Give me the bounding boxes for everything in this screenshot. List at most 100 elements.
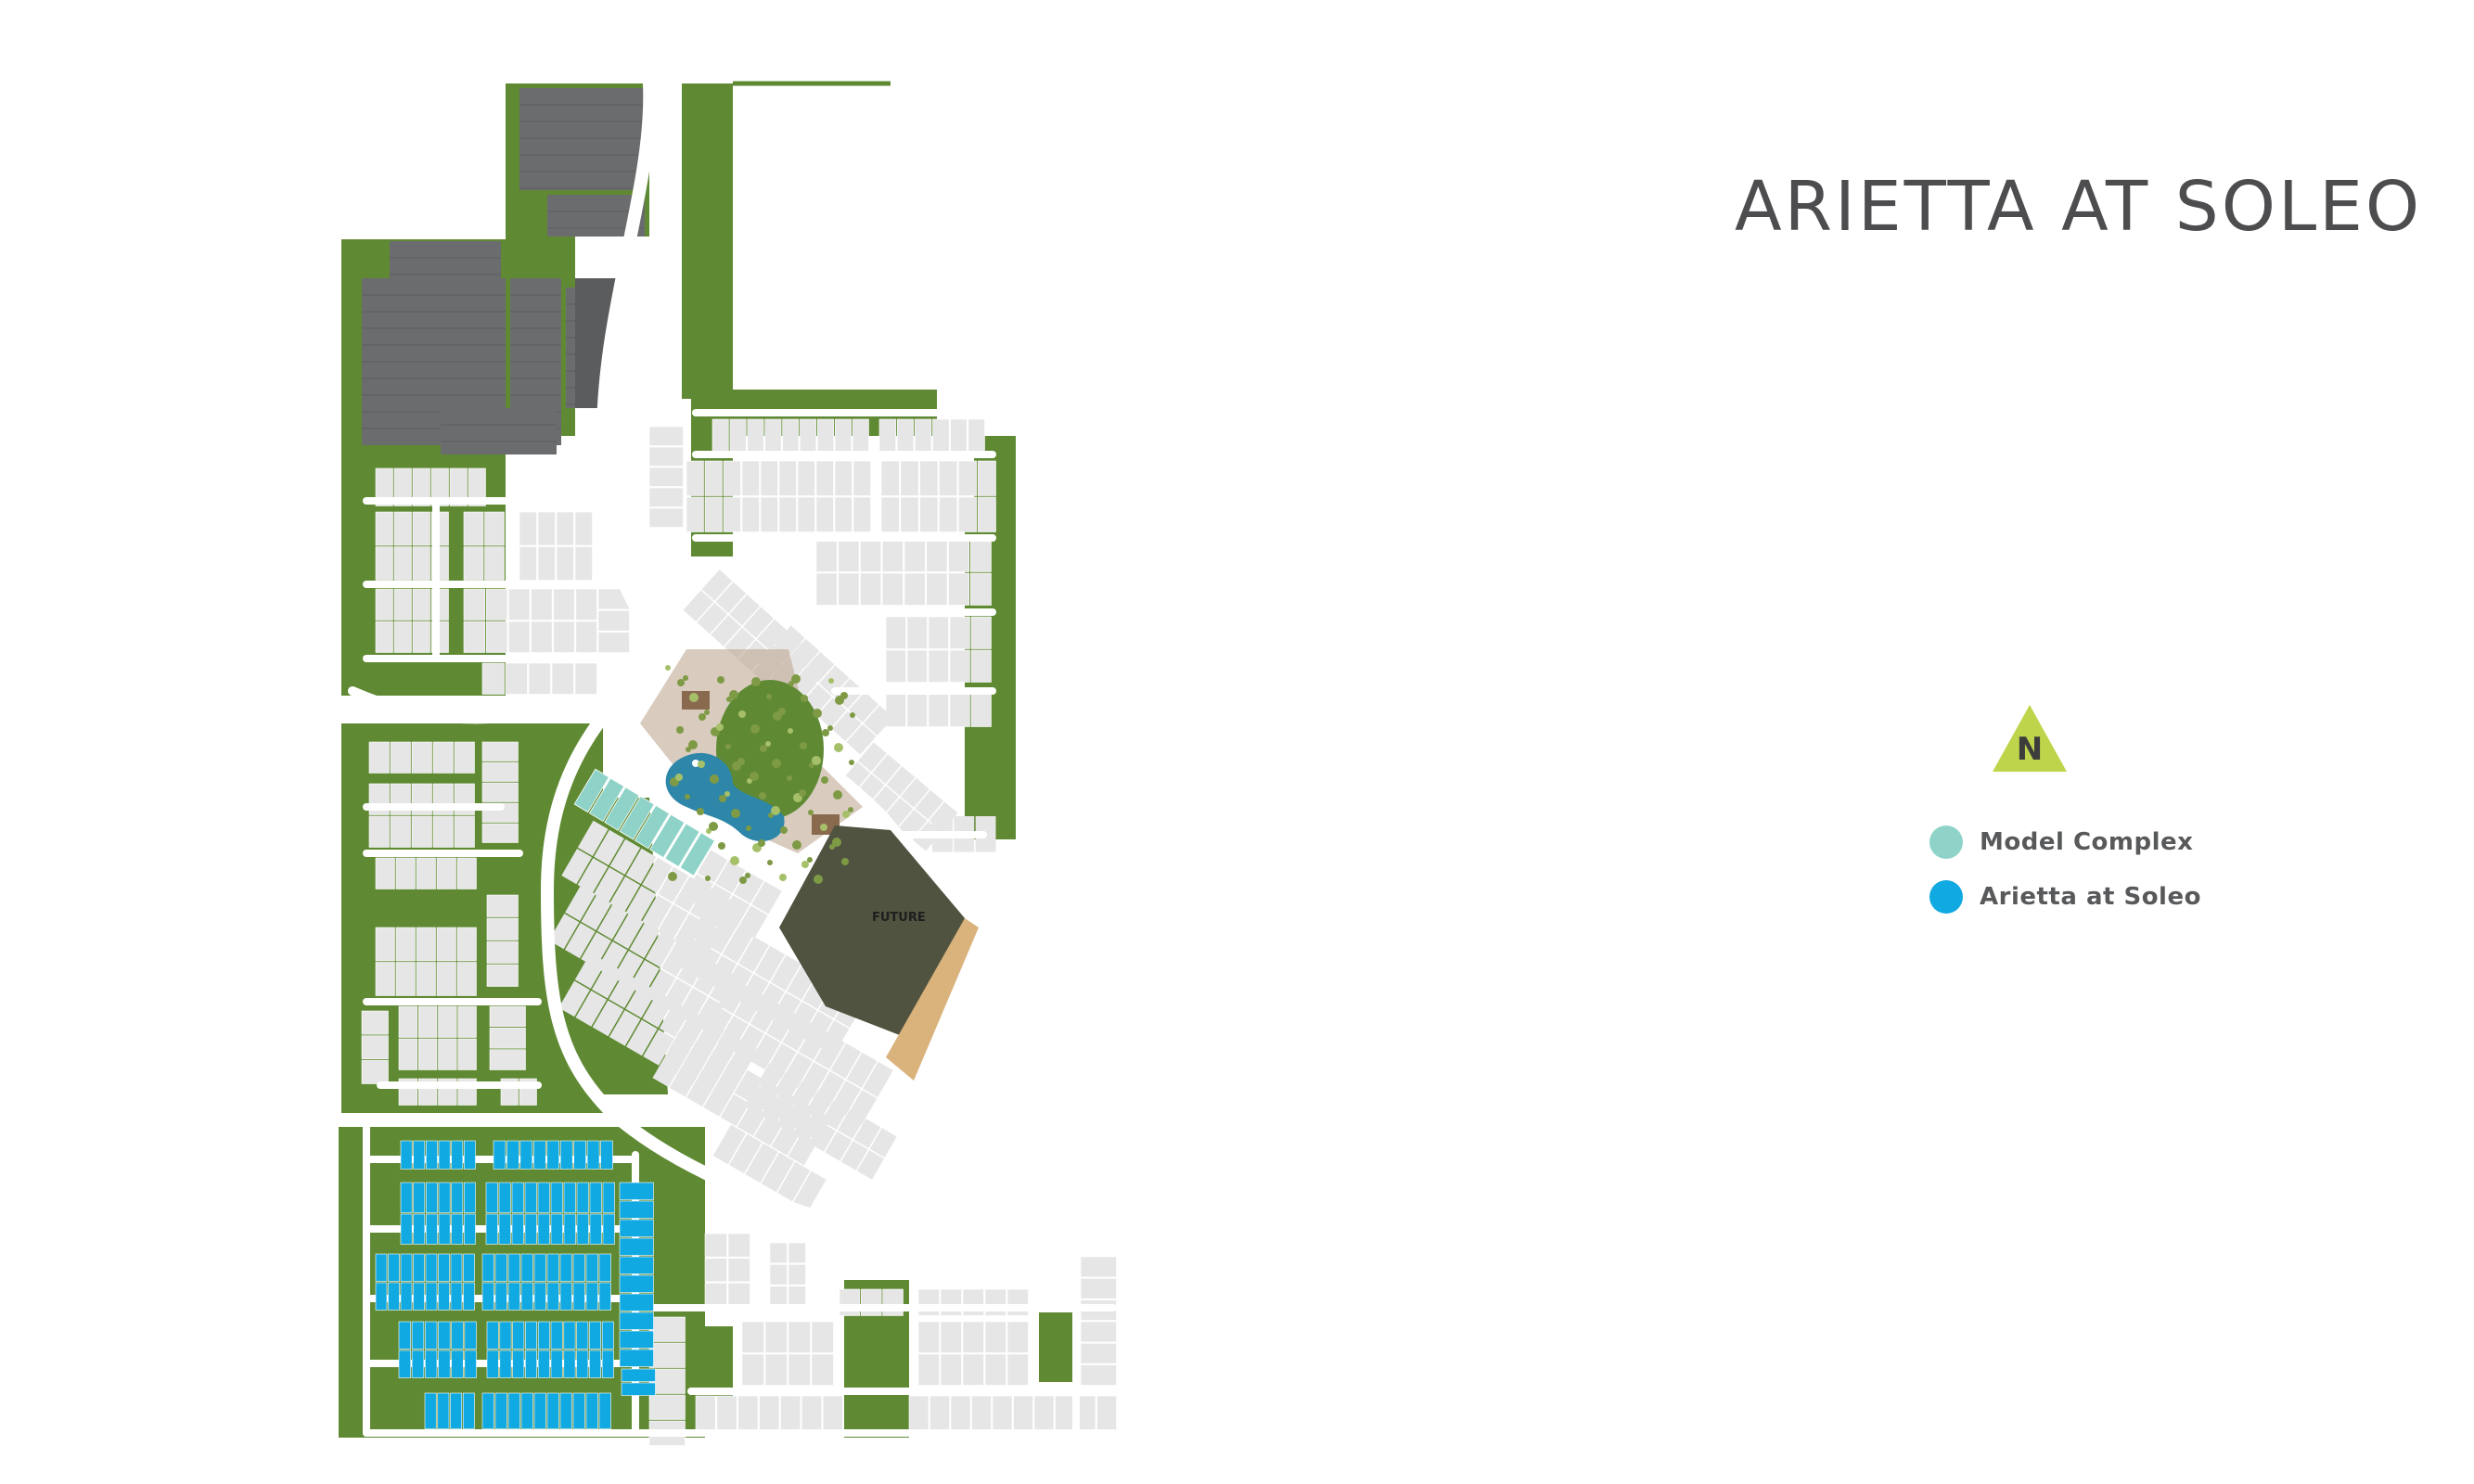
- lot: [1080, 1343, 1117, 1364]
- lot: [507, 1282, 520, 1311]
- lot: [575, 991, 608, 1027]
- lot: [949, 616, 970, 649]
- lot: [861, 1288, 882, 1316]
- lot: [860, 539, 882, 572]
- lot: [919, 496, 939, 532]
- model-complex-lot: [679, 832, 715, 876]
- gray-lot-block: [463, 588, 597, 653]
- lot: [451, 1350, 464, 1378]
- lot: [400, 1140, 413, 1170]
- lot: [398, 1038, 418, 1070]
- lot: [508, 588, 531, 620]
- lot: [563, 1182, 576, 1213]
- lot: [928, 690, 949, 727]
- lot: [757, 619, 788, 651]
- lot: [703, 1084, 733, 1117]
- lot: [481, 1282, 494, 1311]
- lot: [769, 1264, 788, 1286]
- lot: [977, 496, 996, 532]
- lot: [375, 1253, 388, 1282]
- lot: [704, 496, 723, 532]
- north-label: N: [2016, 731, 2044, 768]
- tree: [697, 808, 704, 815]
- gray-lot-block: [908, 1395, 1117, 1437]
- tree: [730, 856, 739, 865]
- tree: [792, 840, 801, 850]
- lot: [520, 1392, 533, 1429]
- lot: [556, 546, 574, 581]
- lot: [464, 1350, 477, 1378]
- legend-item-arietta: Arietta at Soleo: [1929, 878, 2201, 915]
- lot: [361, 1035, 389, 1060]
- lot: [463, 588, 485, 620]
- lot: [760, 460, 778, 496]
- gray-lot-block: [704, 1233, 750, 1307]
- lot: [642, 857, 673, 893]
- lot: [926, 539, 948, 572]
- lot: [416, 927, 436, 962]
- lot: [917, 1288, 940, 1316]
- lot: [915, 418, 932, 454]
- lot: [436, 857, 456, 889]
- gray-lot-block: [695, 1395, 843, 1437]
- lot: [612, 950, 644, 987]
- arietta-lot-block: [621, 1368, 656, 1396]
- lot: [486, 964, 519, 987]
- lot: [962, 1321, 984, 1353]
- lot: [700, 1050, 730, 1083]
- lot: [412, 467, 430, 506]
- lot: [751, 881, 782, 915]
- tree: [822, 729, 829, 736]
- lot: [838, 1109, 865, 1139]
- lot: [904, 539, 926, 572]
- tree: [699, 713, 706, 721]
- road: [541, 643, 1045, 1252]
- lot: [393, 546, 412, 581]
- lot: [788, 1353, 811, 1386]
- north-compass: N: [1991, 703, 2069, 774]
- lot: [970, 649, 992, 683]
- lot: [733, 871, 764, 904]
- lot: [411, 741, 432, 774]
- lot: [425, 1350, 438, 1378]
- lot: [563, 1321, 576, 1350]
- lot: [531, 620, 553, 653]
- lot: [838, 539, 860, 572]
- lot: [395, 927, 416, 962]
- lot: [727, 1233, 750, 1258]
- lot: [949, 690, 970, 727]
- lot: [619, 1237, 654, 1256]
- lot: [577, 820, 609, 856]
- lot: [734, 1025, 765, 1061]
- lot: [917, 1353, 940, 1386]
- tree: [799, 789, 806, 797]
- lot: [609, 876, 641, 913]
- tree: [840, 692, 848, 699]
- tree: [709, 822, 718, 831]
- lot: [872, 754, 902, 785]
- gray-lot-block: [712, 1124, 827, 1211]
- lot: [564, 922, 596, 959]
- lot: [505, 662, 528, 695]
- lot: [804, 652, 835, 683]
- lot: [778, 460, 797, 496]
- lot: [686, 1074, 716, 1107]
- lot: [484, 546, 505, 581]
- lot: [464, 1213, 476, 1245]
- tree: [807, 857, 813, 863]
- lot: [619, 1311, 654, 1330]
- lot: [494, 1253, 507, 1282]
- lot: [426, 1182, 438, 1213]
- lot: [686, 496, 704, 532]
- tree: [717, 676, 724, 684]
- tree: [688, 740, 698, 749]
- lot: [368, 741, 390, 774]
- future-parcel: [779, 825, 965, 1039]
- lot: [512, 1350, 525, 1378]
- lot: [375, 620, 393, 653]
- lot: [881, 539, 904, 572]
- lot: [572, 1253, 585, 1282]
- lot: [506, 1140, 519, 1170]
- lot: [815, 460, 834, 496]
- lot: [533, 1140, 546, 1170]
